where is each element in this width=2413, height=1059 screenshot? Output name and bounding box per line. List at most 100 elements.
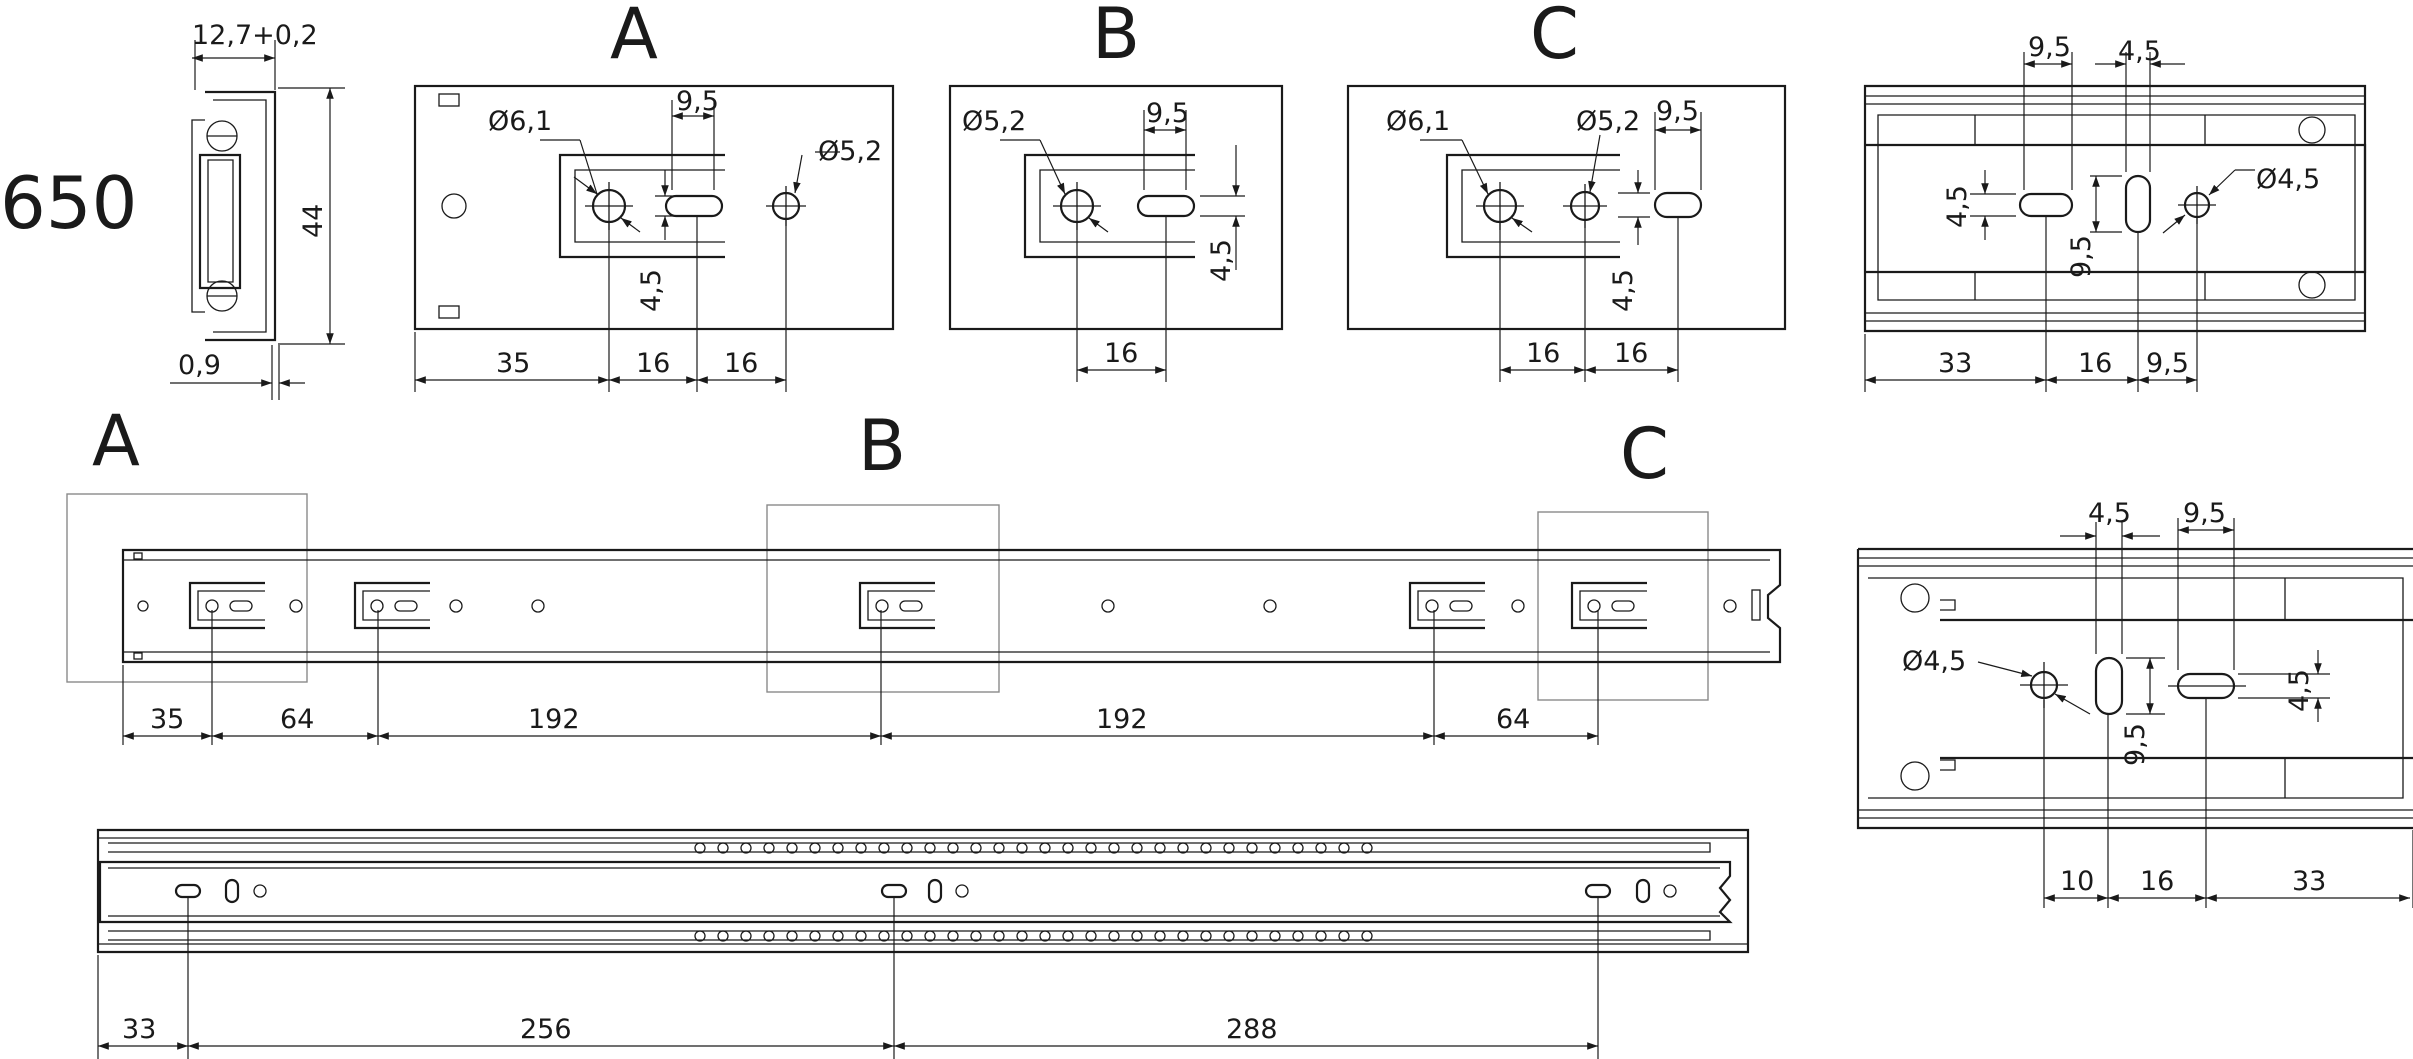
- cabinet-dim-1: 64: [280, 704, 314, 735]
- cabinet-letter-b: B: [858, 405, 906, 487]
- detail-c-dim2: 16: [1614, 338, 1648, 369]
- detail-a-hole-large: Ø6,1: [488, 106, 552, 137]
- ball-bearing: [694, 842, 706, 854]
- detail-a-letter: A: [610, 0, 658, 75]
- ball-bearing: [809, 842, 821, 854]
- ball-bearing: [855, 930, 867, 942]
- ball-bearing: [1154, 930, 1166, 942]
- profile-height-label: 44: [298, 204, 329, 238]
- detail-b-slot-width: 4,5: [1206, 239, 1237, 282]
- ball-bearing: [993, 930, 1005, 942]
- rear-bottom-v2: 4,5: [2284, 669, 2315, 712]
- ball-bearing: [1039, 930, 1051, 942]
- rear-top-hole: Ø4,5: [2256, 164, 2320, 195]
- ball-bearing: [740, 930, 752, 942]
- rear-top-v2: 9,5: [2066, 235, 2097, 278]
- ball-bearing: [1108, 842, 1120, 854]
- detail-a-slot-width: 4,5: [636, 269, 667, 312]
- mounting-bracket: [188, 581, 265, 630]
- ball-bearing: [1361, 930, 1373, 942]
- detail-c: C Ø6,1 Ø5,2 9,5 4,5 16 16: [1346, 0, 1787, 382]
- ball-bearing: [717, 930, 729, 942]
- ball-bearing: [1292, 842, 1304, 854]
- mounting-bracket: [353, 581, 430, 630]
- model-number: 650: [0, 161, 137, 245]
- ball-bearing: [1177, 842, 1189, 854]
- detail-frame-c: [1537, 511, 1709, 701]
- ball-bearing: [763, 842, 775, 854]
- ball-bearing: [901, 842, 913, 854]
- detail-b: B Ø5,2 9,5 4,5 16: [948, 0, 1284, 382]
- ball-bearing: [1039, 842, 1051, 854]
- detail-b-slot-length: 9,5: [1146, 98, 1189, 129]
- mounting-bracket: [858, 581, 935, 630]
- detail-a-slot-length: 9,5: [676, 86, 719, 117]
- rear-bottom-hole: Ø4,5: [1902, 646, 1966, 677]
- drawer-member: 33 256 288: [96, 828, 1750, 1059]
- detail-frame-a: [66, 493, 308, 683]
- ball-bearing: [1361, 842, 1373, 854]
- ball-bearing: [1062, 842, 1074, 854]
- ball-bearing: [1062, 930, 1074, 942]
- rear-top-b1: 33: [1938, 348, 1972, 379]
- cabinet-dim-4: 64: [1496, 704, 1530, 735]
- ball-bearing: [832, 930, 844, 942]
- ball-bearing: [1200, 930, 1212, 942]
- cabinet-dim-2: 192: [528, 704, 580, 735]
- ball-bearing: [1131, 842, 1143, 854]
- rear-top-dim-top1: 9,5: [2028, 32, 2071, 63]
- detail-rear-bottom: 4,5 9,5 Ø4,5 9,5 4,5 10 16 33: [1856, 498, 2413, 908]
- ball-bearing: [1108, 930, 1120, 942]
- rear-bottom-b1: 10: [2060, 866, 2094, 897]
- ball-bearing: [970, 930, 982, 942]
- ball-bearing: [924, 930, 936, 942]
- ball-bearing: [947, 930, 959, 942]
- ball-bearing: [1016, 930, 1028, 942]
- ball-bearing: [901, 930, 913, 942]
- profile-cross-section: 12,7+0,2 44 0,9: [170, 20, 345, 400]
- ball-bearing: [1223, 842, 1235, 854]
- detail-c-hole-large: Ø6,1: [1386, 106, 1450, 137]
- ball-bearing: [993, 842, 1005, 854]
- ball-bearing: [717, 842, 729, 854]
- cabinet-dim-0: 35: [150, 704, 184, 735]
- ball-bearing: [855, 842, 867, 854]
- drawer-dim-2: 288: [1226, 1014, 1278, 1045]
- ball-bearing: [1223, 930, 1235, 942]
- ball-bearing: [947, 842, 959, 854]
- rear-bottom-b3: 33: [2292, 866, 2326, 897]
- ball-bearing: [1246, 930, 1258, 942]
- ball-bearing: [1131, 930, 1143, 942]
- ball-bearing: [878, 930, 890, 942]
- cabinet-letter-a: A: [92, 400, 140, 482]
- ball-bearing: [1177, 930, 1189, 942]
- cabinet-member: A B C 35 64 192 192 64: [66, 400, 1782, 745]
- detail-c-dim1: 16: [1526, 338, 1560, 369]
- profile-width-label: 12,7+0,2: [192, 20, 318, 51]
- rear-bottom-dim-top1: 4,5: [2088, 498, 2131, 529]
- detail-c-slot-width: 4,5: [1608, 269, 1639, 312]
- detail-rear-top: 9,5 4,5 Ø4,5 4,5 9,5 33 16 9,5: [1863, 32, 2367, 392]
- ball-bearing: [1269, 930, 1281, 942]
- rear-bottom-b2: 16: [2140, 866, 2174, 897]
- rear-top-b2: 16: [2078, 348, 2112, 379]
- ball-bearing: [1292, 930, 1304, 942]
- ball-bearing: [763, 930, 775, 942]
- drawer-dim-1: 256: [520, 1014, 572, 1045]
- ball-bearing: [832, 842, 844, 854]
- ball-bearing: [1154, 842, 1166, 854]
- ball-bearing: [1085, 930, 1097, 942]
- ball-bearing: [1338, 842, 1350, 854]
- ball-bearing: [1200, 842, 1212, 854]
- ball-bearing: [1269, 842, 1281, 854]
- ball-bearing: [878, 842, 890, 854]
- ball-bearing: [786, 842, 798, 854]
- rear-top-dim-top2: 4,5: [2118, 36, 2161, 67]
- cabinet-dim-3: 192: [1096, 704, 1148, 735]
- rear-bottom-dim-top2: 9,5: [2183, 498, 2226, 529]
- detail-frame-b: [766, 504, 1000, 693]
- detail-a-dim2: 16: [636, 348, 670, 379]
- detail-c-hole-small: Ø5,2: [1576, 106, 1640, 137]
- ball-bearing: [1016, 842, 1028, 854]
